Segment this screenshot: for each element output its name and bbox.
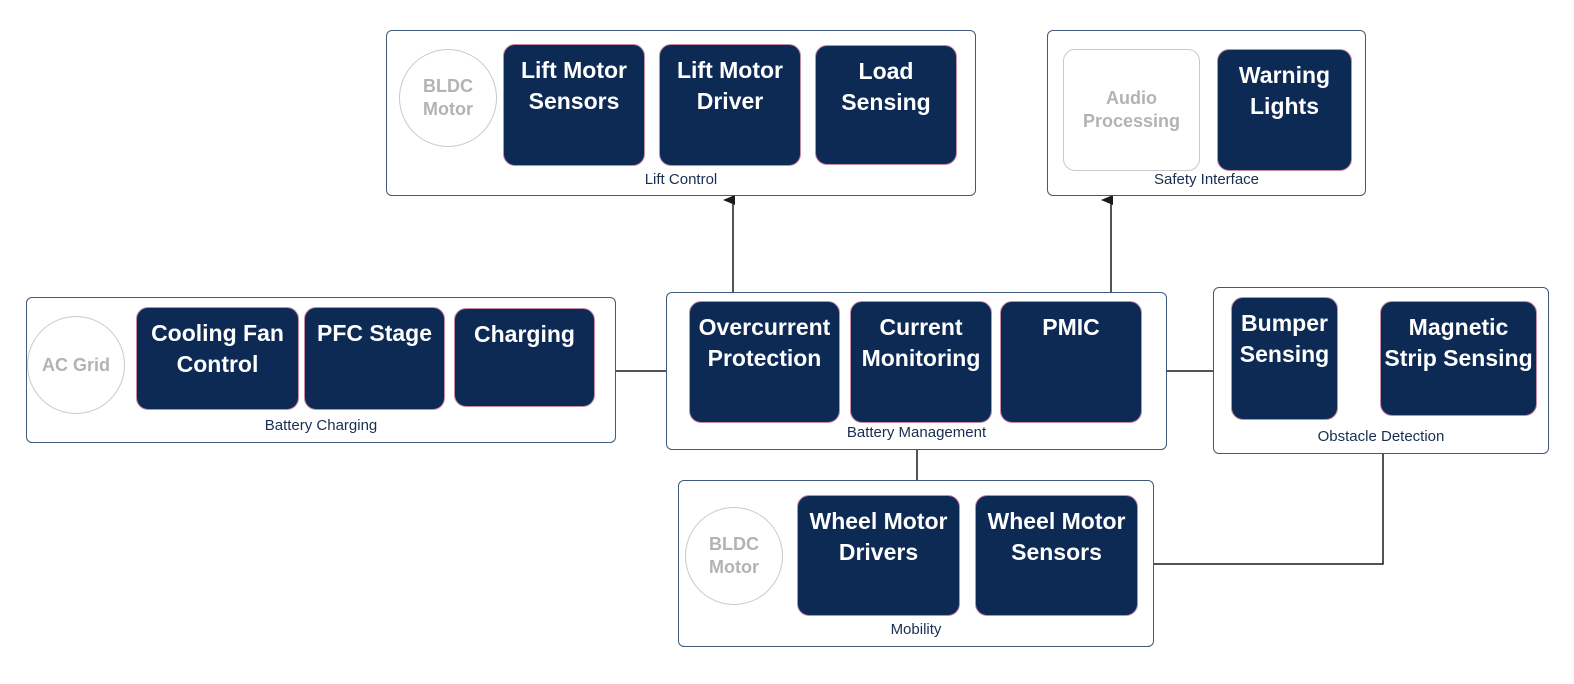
audio-processing-block: Audio Processing <box>1063 49 1200 171</box>
charging-block: Charging <box>454 308 595 407</box>
load-sensing-block: Load Sensing <box>815 45 957 165</box>
battery-management-group: Overcurrent Protection Current Monitorin… <box>666 292 1167 450</box>
battery-management-label: Battery Management <box>846 424 987 441</box>
mobility-bldc-motor: BLDC Motor <box>685 507 783 605</box>
battery-charging-group: AC Grid Cooling Fan Control PFC Stage Ch… <box>26 297 616 443</box>
safety-interface-group: Audio Processing Warning Lights Safety I… <box>1047 30 1366 196</box>
wheel-motor-drivers-block: Wheel Motor Drivers <box>797 495 960 616</box>
obstacle-detection-group: Bumper Sensing Magnetic Strip Sensing Ob… <box>1213 287 1549 454</box>
warning-lights-block: Warning Lights <box>1217 49 1352 171</box>
lift-motor-sensors-block: Lift Motor Sensors <box>503 44 645 166</box>
wheel-motor-sensors-block: Wheel Motor Sensors <box>975 495 1138 616</box>
magnetic-strip-sensing-block: Magnetic Strip Sensing <box>1380 301 1537 416</box>
current-monitoring-block: Current Monitoring <box>850 301 992 423</box>
mobility-group: BLDC Motor Wheel Motor Drivers Wheel Mot… <box>678 480 1154 647</box>
lift-bldc-motor: BLDC Motor <box>399 49 497 147</box>
mobility-label: Mobility <box>890 621 942 638</box>
cooling-fan-control-block: Cooling Fan Control <box>136 307 299 410</box>
lift-control-group: BLDC Motor Lift Motor Sensors Lift Motor… <box>386 30 976 196</box>
battery-charging-label: Battery Charging <box>264 417 378 434</box>
pmic-block: PMIC <box>1000 301 1142 423</box>
overcurrent-protection-block: Overcurrent Protection <box>689 301 840 423</box>
bumper-sensing-block: Bumper Sensing <box>1231 297 1338 420</box>
obstacle-detection-label: Obstacle Detection <box>1317 428 1445 445</box>
link-obstacle-detection-to-mobility <box>1152 454 1384 565</box>
safety-interface-label: Safety Interface <box>1153 171 1260 188</box>
lift-motor-driver-block: Lift Motor Driver <box>659 44 801 166</box>
pfc-stage-block: PFC Stage <box>304 307 445 410</box>
ac-grid: AC Grid <box>27 316 125 414</box>
lift-control-label: Lift Control <box>644 171 718 188</box>
